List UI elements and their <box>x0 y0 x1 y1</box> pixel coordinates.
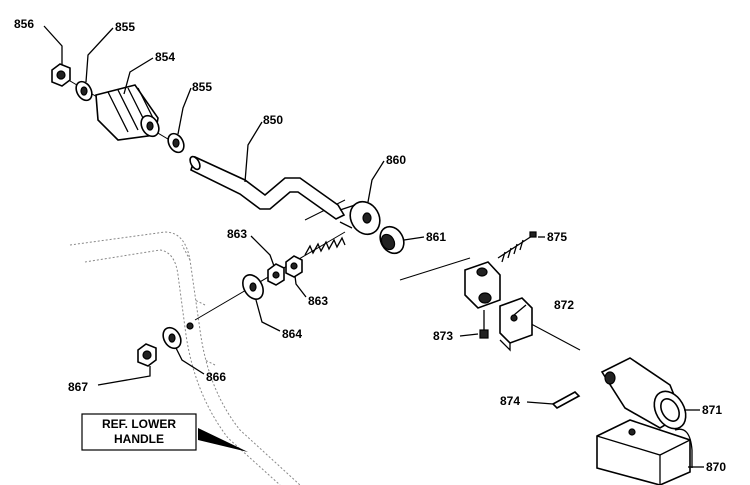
bearing-861 <box>379 225 405 255</box>
label-874: 874 <box>500 394 520 408</box>
hub-860 <box>339 200 381 236</box>
label-866: 866 <box>206 370 226 384</box>
lower-handle-outline <box>69 231 301 485</box>
label-870: 870 <box>706 460 726 474</box>
label-873: 873 <box>433 329 453 343</box>
washer-855-a <box>75 80 93 102</box>
nut-856 <box>51 63 71 87</box>
label-855-a: 855 <box>115 20 135 34</box>
label-860: 860 <box>386 153 406 167</box>
washer-855-b <box>167 132 185 154</box>
label-855-b: 855 <box>192 80 212 94</box>
nut-867 <box>137 343 157 367</box>
label-864: 864 <box>282 327 302 341</box>
bracket-872 <box>499 297 533 352</box>
part-labels: 856 855 854 855 850 860 863 861 875 863 … <box>14 17 726 474</box>
label-856: 856 <box>14 17 34 31</box>
label-871: 871 <box>702 403 722 417</box>
reference-line-1: REF. LOWER <box>102 417 176 431</box>
washer-864 <box>242 274 264 300</box>
motor-871 <box>600 357 687 430</box>
clamp-block <box>464 261 501 309</box>
label-872: 872 <box>554 298 574 312</box>
label-863-b: 863 <box>308 294 328 308</box>
grip-854 <box>95 84 160 141</box>
leader-lines <box>43 25 704 468</box>
label-863-a: 863 <box>227 227 247 241</box>
reference-line-2: HANDLE <box>114 432 164 446</box>
label-850: 850 <box>263 113 283 127</box>
screw-875 <box>497 231 537 263</box>
reference-box: REF. LOWER HANDLE <box>81 413 248 452</box>
label-854: 854 <box>155 50 175 64</box>
spring <box>304 236 346 256</box>
bolt-873 <box>479 310 489 339</box>
label-867: 867 <box>68 380 88 394</box>
label-861: 861 <box>426 230 446 244</box>
housing-870 <box>596 419 693 485</box>
reference-arrow <box>198 428 248 452</box>
nut-863-a <box>267 263 285 286</box>
pin-874 <box>551 391 581 409</box>
washer-866 <box>162 322 194 350</box>
label-875: 875 <box>547 230 567 244</box>
nut-863-b <box>285 255 303 278</box>
crank-rod-850 <box>189 155 346 220</box>
